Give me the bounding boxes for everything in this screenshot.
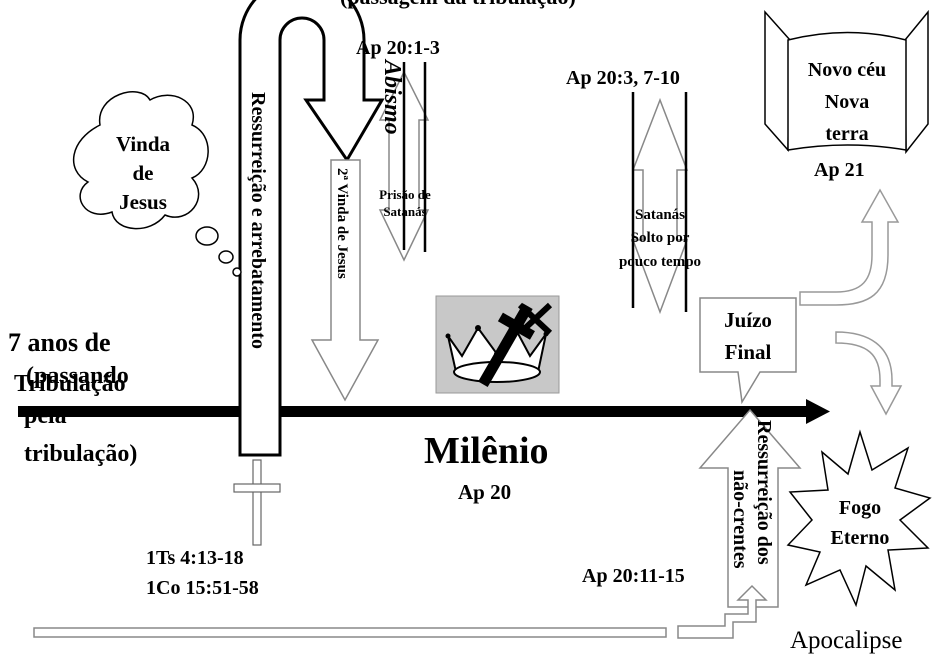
prison-text-line1: Prisão de: [379, 187, 431, 202]
curved-arrows-right: [799, 188, 903, 416]
cross-icon: [233, 459, 281, 546]
second-coming-arrow: [310, 159, 380, 402]
eternal-fire-line1: Fogo: [838, 497, 882, 519]
new-heaven-line1: Novo céu: [807, 59, 887, 81]
judgment-bubble: [699, 297, 797, 405]
unbelievers-line1: Ressurreição dos: [753, 420, 775, 565]
judgment-line2: Final: [724, 340, 772, 364]
fire-burst: [786, 429, 932, 608]
cloud-text-line2: de: [132, 161, 154, 185]
satan-loosed-arrow: [631, 92, 689, 315]
millennium-ref: Ap 20: [458, 480, 512, 504]
tribulation-overlay-line1: (passando: [26, 363, 129, 389]
tribulation-label-line2: Tribulação: [14, 371, 126, 397]
bottom-flow-bar: [33, 584, 768, 639]
satan-loosed-line2: Solto por: [630, 230, 690, 246]
eternal-fire-line2: Eterno: [830, 527, 890, 549]
judgment-line1: Juízo: [724, 308, 772, 332]
prison-text-line2: Satanás: [383, 204, 427, 219]
timeline-arrow: [18, 399, 830, 424]
rapture-text: Ressurreição e arrebatamento: [247, 92, 269, 349]
footer-label: Apocalipse: [790, 627, 903, 654]
u-turn-arrow: [238, 0, 385, 457]
second-coming-text: 2ª Vinda de Jesus: [334, 168, 350, 279]
abyss-ref: Ap 20:1-3: [356, 37, 440, 59]
unbelievers-ref: Ap 20:11-15: [582, 565, 685, 587]
tribulation-overlay-line2: pela: [24, 403, 67, 429]
rapture-ref-2: 1Co 15:51-58: [146, 577, 259, 599]
unbelievers-line2: não-crentes: [729, 470, 751, 569]
abyss-arrow: [378, 62, 430, 262]
satan-loosed-ref: Ap 20:3, 7-10: [566, 67, 680, 89]
cloud-text-line1: Vinda: [115, 132, 171, 156]
new-heaven-line3: terra: [825, 123, 869, 145]
cloud-bubble: [72, 91, 242, 277]
new-heaven-line2: Nova: [824, 91, 870, 113]
tribulation-overlay-line3: tribulação): [24, 441, 138, 467]
millennium-label: Milênio: [424, 430, 549, 472]
satan-loosed-line3: pouco tempo: [618, 254, 702, 270]
top-title: (passagem da tribulação): [340, 0, 576, 8]
satan-loosed-line1: Satanás: [634, 207, 686, 223]
rapture-ref-1: 1Ts 4:13-18: [146, 547, 244, 569]
new-heaven-ref: Ap 21: [814, 159, 865, 181]
tribulation-label-line1: 7 anos de: [8, 328, 111, 357]
abyss-label: Abismo: [379, 60, 405, 135]
cloud-text-line3: Jesus: [119, 190, 167, 214]
crown-icon: [435, 295, 560, 394]
scroll-icon: [764, 9, 929, 155]
